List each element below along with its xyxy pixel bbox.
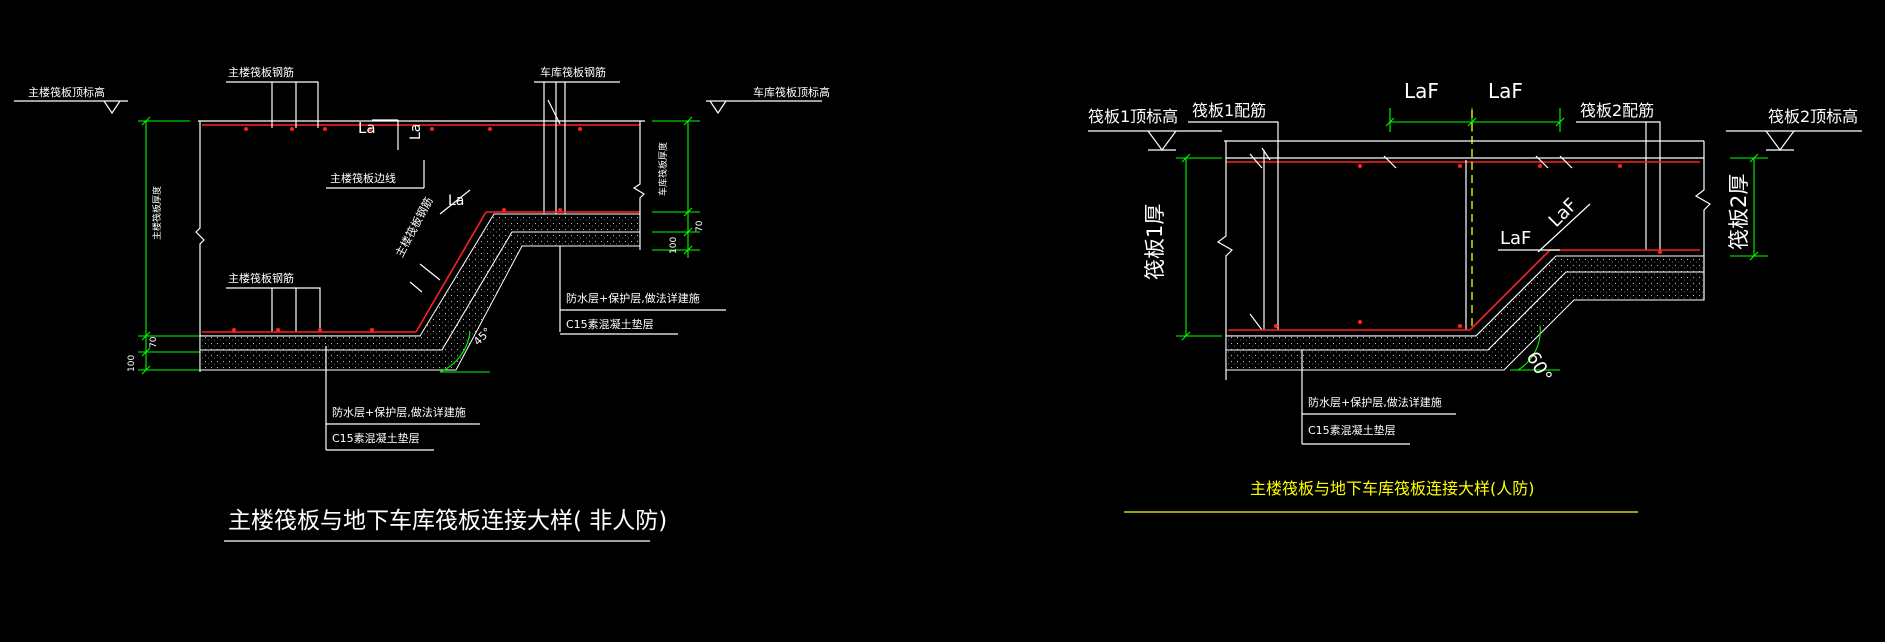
right-elev-2-label: 筏板2顶标高 <box>1768 107 1858 126</box>
right-laf-1: LaF <box>1404 79 1439 103</box>
right-elev-1-label: 筏板1顶标高 <box>1088 107 1178 126</box>
right-detail-title: 主楼筏板与地下车库筏板连接大样(人防) <box>1250 479 1535 498</box>
left-dim-70-right: 70 <box>695 220 705 232</box>
left-angle-arc <box>439 331 471 373</box>
left-detail: 主楼筏板顶标高 车库筏板顶标高 主楼筏板钢筋 车库筏板钢筋 La <box>14 65 830 542</box>
left-waterproof-label-1: 防水层+保护层,做法详建施 <box>332 405 466 419</box>
right-elevation-marker-2: 筏板2顶标高 <box>1726 107 1862 152</box>
left-top-rebar-garage-label: 车库筏板钢筋 <box>540 65 606 79</box>
right-left-break-line <box>1216 141 1233 380</box>
right-laf-3: LaF <box>1500 228 1531 249</box>
left-c15-label-2: C15素混凝土垫层 <box>566 317 654 331</box>
right-angle-label: 60° <box>1522 348 1556 386</box>
right-waterproof-layer <box>1225 255 1705 351</box>
right-laf-4: LaF <box>1545 194 1582 231</box>
left-top-rebar-main-label: 主楼筏板钢筋 <box>228 65 294 79</box>
right-laf-2: LaF <box>1488 79 1523 103</box>
right-detail: 筏板1顶标高 筏板2顶标高 筏板1配筋 筏板2配筋 LaF LaF <box>1088 79 1862 513</box>
left-bottom-rebar-main-label: 主楼筏板钢筋 <box>228 271 294 285</box>
left-thickness-main-label: 主楼筏板厚度 <box>151 186 163 240</box>
left-detail-title: 主楼筏板与地下车库筏板连接大样( 非人防) <box>228 508 667 534</box>
left-la-2: La <box>408 124 424 140</box>
right-angle-arc <box>1517 325 1541 371</box>
left-top-elev-main-label: 主楼筏板顶标高 <box>28 85 105 99</box>
left-slope-rebar-label: 主楼筏板钢筋 <box>392 195 435 260</box>
left-dim-70: 70 <box>149 336 159 348</box>
left-waterproof-label-2: 防水层+保护层,做法详建施 <box>566 291 700 305</box>
left-top-elev-garage-label: 车库筏板顶标高 <box>753 85 830 99</box>
right-right-break-line <box>1694 141 1711 300</box>
right-c15-label: C15素混凝土垫层 <box>1308 423 1396 437</box>
right-waterproof-label: 防水层+保护层,做法详建施 <box>1308 395 1442 409</box>
right-thick-1-label: 筏板1厚 <box>1143 204 1167 280</box>
left-thickness-garage-label: 车库筏板厚度 <box>657 142 669 196</box>
left-dim-100: 100 <box>127 355 137 372</box>
left-dim-100-right: 100 <box>669 237 679 254</box>
right-elevation-marker-1: 筏板1顶标高 <box>1088 107 1222 152</box>
left-connecting-line-label: 主楼筏板边线 <box>330 171 396 185</box>
right-c15-bedding <box>1225 271 1705 371</box>
left-elevation-marker-main: 主楼筏板顶标高 <box>14 85 128 115</box>
right-rebar-2-label: 筏板2配筋 <box>1580 101 1654 120</box>
left-elevation-marker-garage: 车库筏板顶标高 <box>706 85 830 115</box>
left-la-1: La <box>358 119 376 137</box>
right-rebar-1-label: 筏板1配筋 <box>1192 101 1266 120</box>
left-c15-label-1: C15素混凝土垫层 <box>332 431 420 445</box>
left-break-line <box>195 121 205 372</box>
right-thick-2-label: 筏板2厚 <box>1727 174 1751 250</box>
left-right-break-line <box>632 121 645 250</box>
